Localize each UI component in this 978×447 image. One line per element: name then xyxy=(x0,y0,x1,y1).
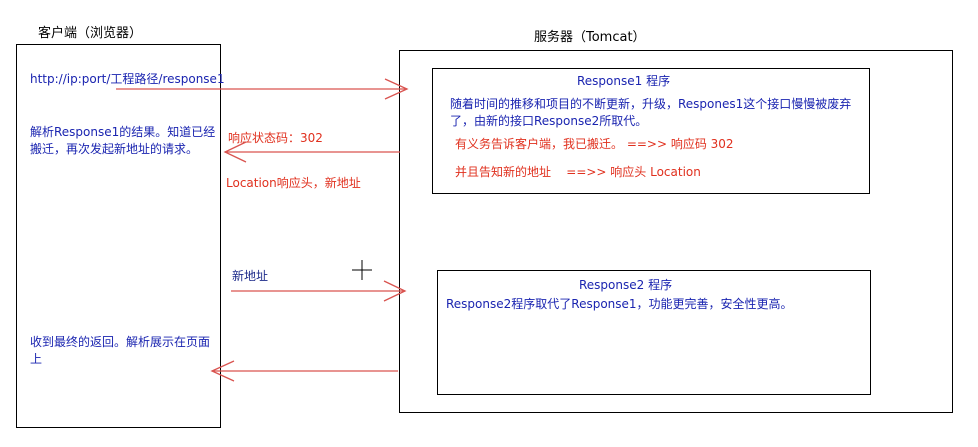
server-title: 服务器（Tomcat） xyxy=(534,30,646,45)
response2-title: Response2 程序 xyxy=(579,278,673,292)
response2-desc: Response2程序取代了Response1，功能更完善，安全性更高。 xyxy=(446,297,793,311)
final-response-arrow xyxy=(210,360,398,382)
location-header-label: Location响应头，新地址 xyxy=(226,176,361,190)
request-arrow xyxy=(116,78,409,100)
response1-box xyxy=(432,68,870,194)
client-title: 客户端（浏览器） xyxy=(38,26,143,41)
final-note: 收到最终的返回。解析展示在页面上 xyxy=(30,335,211,366)
response1-tell: 并且告知新的地址 ==>> 响应头 Location xyxy=(455,165,701,179)
parse-note: 解析Response1的结果。知道已经搬迁，再次发起新地址的请求。 xyxy=(30,125,216,156)
response1-desc: 随着时间的推移和项目的不断更新，升级，Respones1这个接口慢慢被废弃了，由… xyxy=(450,97,852,128)
server-box xyxy=(399,50,953,413)
status-code-label: 响应状态码：302 xyxy=(228,131,323,145)
redirect-response-arrow xyxy=(223,141,400,163)
crosshair-cursor-icon xyxy=(352,260,372,280)
request-url: http://ip:port/工程路径/response1 xyxy=(30,72,225,86)
new-request-arrow xyxy=(231,280,407,302)
response1-duty: 有义务告诉客户端，我已搬迁。 ==>> 响应码 302 xyxy=(455,137,734,151)
response2-box xyxy=(437,270,871,395)
response1-title: Response1 程序 xyxy=(577,74,671,88)
new-address-label: 新地址 xyxy=(232,269,269,283)
client-box xyxy=(16,44,221,428)
